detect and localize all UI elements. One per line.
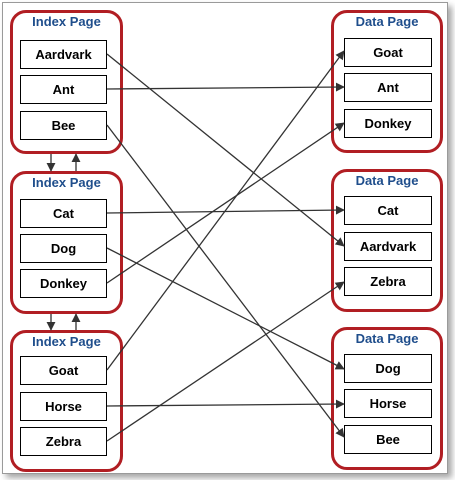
diagram-frame: Index Page Aardvark Ant Bee Index Page C… — [2, 2, 448, 474]
data-item-goat: Goat — [344, 38, 432, 67]
index-item-zebra: Zebra — [20, 427, 107, 456]
link-donkey — [106, 122, 345, 284]
link-bee — [106, 124, 345, 438]
data-item-bee: Bee — [344, 425, 432, 454]
link-aardvark — [106, 53, 345, 247]
index-item-horse: Horse — [20, 392, 107, 421]
index-page-3-title: Index Page — [32, 334, 101, 349]
index-item-goat: Goat — [20, 356, 107, 385]
data-item-ant: Ant — [344, 73, 432, 102]
link-dog — [106, 247, 345, 370]
data-page-3-title: Data Page — [355, 331, 419, 346]
data-item-cat: Cat — [344, 196, 432, 225]
link-goat — [106, 50, 345, 371]
index-item-aardvark: Aardvark — [20, 40, 107, 69]
index-page-1-title: Index Page — [32, 14, 101, 29]
data-item-donkey: Donkey — [344, 109, 432, 138]
link-cat — [106, 205, 345, 215]
index-page-2-title: Index Page — [32, 175, 101, 190]
link-zebra — [106, 281, 345, 442]
index-item-bee: Bee — [20, 111, 107, 140]
data-page-2-title: Data Page — [355, 173, 419, 188]
index-item-donkey: Donkey — [20, 269, 107, 298]
data-item-horse: Horse — [344, 389, 432, 418]
link-horse — [106, 399, 345, 409]
index-item-dog: Dog — [20, 234, 107, 263]
data-item-dog: Dog — [344, 354, 432, 383]
data-page-1-title: Data Page — [355, 14, 419, 29]
link-ant — [106, 82, 345, 92]
data-item-aardvark: Aardvark — [344, 232, 432, 261]
index-item-ant: Ant — [20, 75, 107, 104]
data-item-zebra: Zebra — [344, 267, 432, 296]
index-item-cat: Cat — [20, 199, 107, 228]
